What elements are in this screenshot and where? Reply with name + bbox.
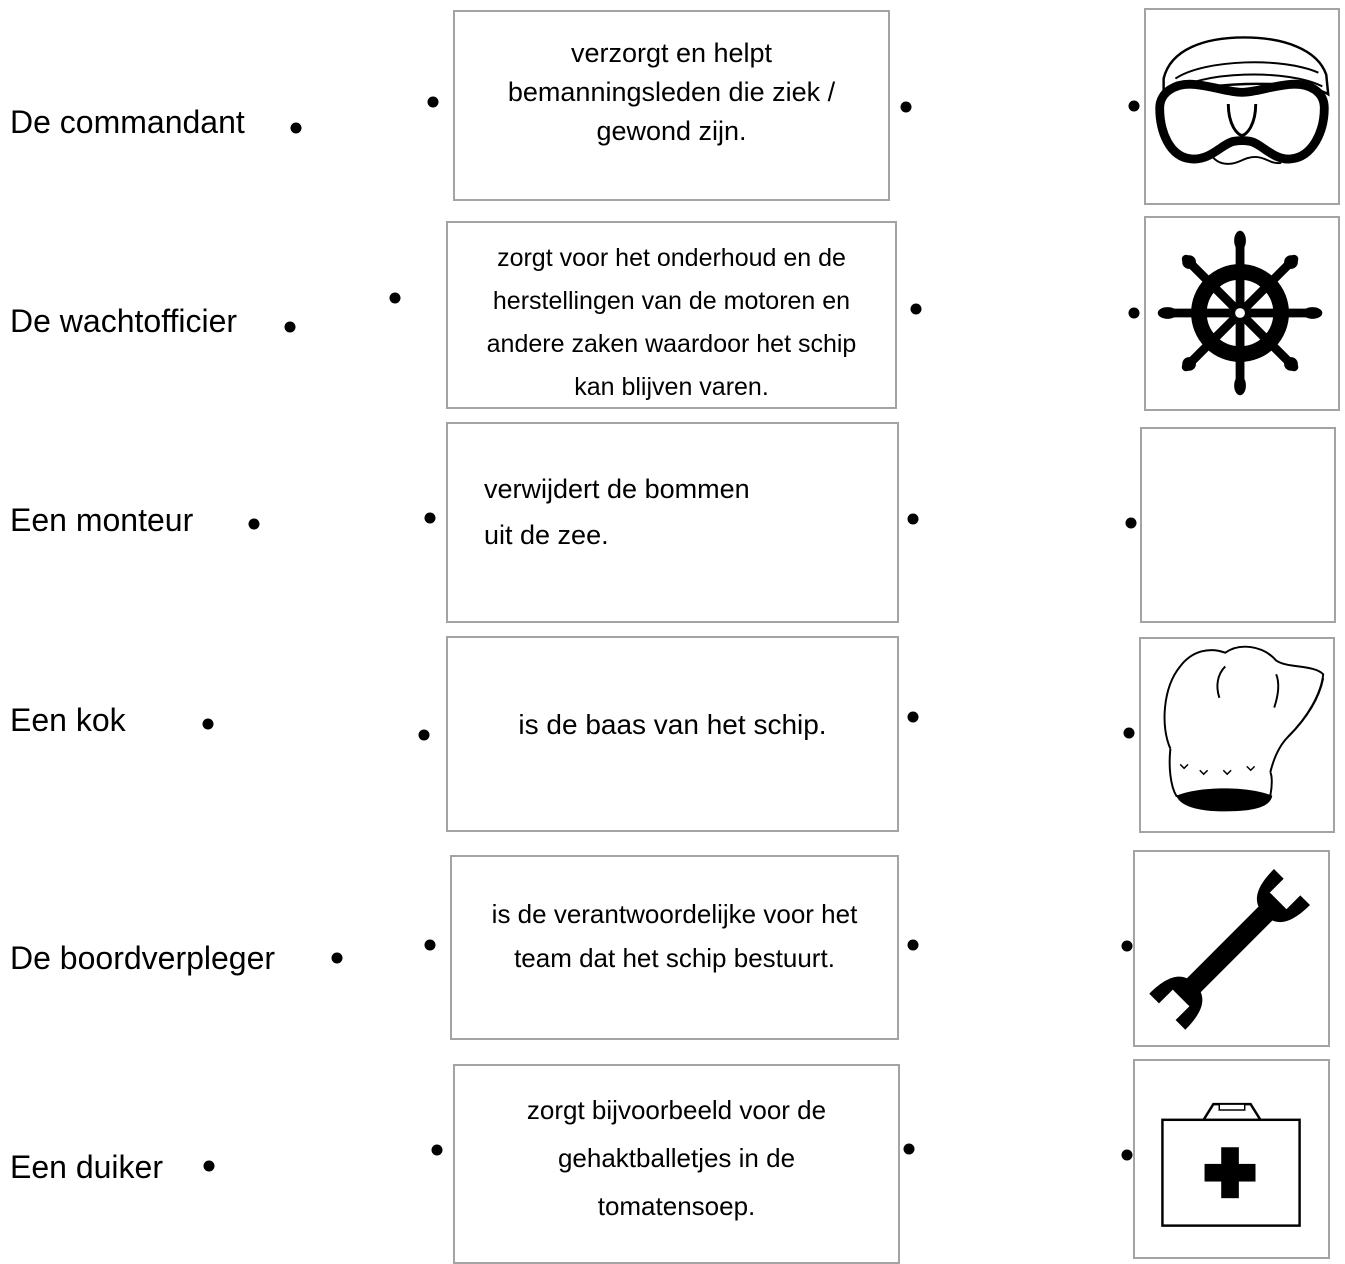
description-right-dot-2[interactable]: [910, 303, 922, 315]
description-line: gewond zijn.: [596, 116, 747, 147]
icon-box-3: [1140, 427, 1336, 623]
description-line: tomatensoep.: [597, 1191, 756, 1222]
description-box-3: verwijdert de bommen uit de zee.: [446, 422, 899, 623]
description-line: zorgt voor het onderhoud en de: [497, 244, 846, 272]
description-line: verwijdert de bommen: [484, 474, 750, 504]
icon-box-5: [1133, 850, 1330, 1047]
role-label-2: De wachtofficier: [10, 303, 238, 339]
description-line: zorgt bijvoorbeeld voor de: [526, 1095, 827, 1125]
chef-hat-icon: [1163, 645, 1325, 812]
description-left-dot-5[interactable]: [424, 939, 436, 951]
description-line: is de verantwoordelijke voor het: [491, 899, 858, 929]
description-box-1: verzorgt en helpt bemanningsleden die zi…: [453, 10, 890, 201]
description-line: team dat het schip bestuurt.: [514, 943, 835, 974]
role-dot-2[interactable]: [284, 321, 296, 333]
ship-wheel-icon: [1157, 230, 1323, 396]
description-line: verzorgt en helpt: [570, 38, 773, 68]
description-box-5: is de verantwoordelijke voor het team da…: [450, 855, 899, 1040]
description-right-dot-4[interactable]: [907, 711, 919, 723]
diving-mask-icon: [1155, 36, 1330, 165]
description-right-dot-6[interactable]: [903, 1143, 915, 1155]
description-box-2: zorgt voor het onderhoud en de herstelli…: [446, 221, 897, 409]
role-dot-3[interactable]: [248, 518, 260, 530]
description-right-dot-1[interactable]: [900, 101, 912, 113]
role-label-3: Een monteur: [10, 502, 194, 538]
description-left-dot-1[interactable]: [427, 96, 439, 108]
role-dot-5[interactable]: [331, 952, 343, 964]
wrench-icon: [1149, 869, 1310, 1030]
description-line: is de baas van het schip.: [518, 709, 827, 740]
description-left-dot-4[interactable]: [418, 729, 430, 741]
icon-dot-2[interactable]: [1128, 307, 1140, 319]
first-aid-kit-icon: [1161, 1102, 1301, 1227]
role-dot-1[interactable]: [290, 122, 302, 134]
description-box-4: is de baas van het schip.: [446, 636, 899, 832]
role-label-1: De commandant: [10, 104, 245, 140]
role-label-6: Een duiker: [10, 1149, 163, 1185]
description-line: bemanningsleden die ziek /: [507, 77, 836, 108]
description-line: herstellingen van de motoren en: [492, 287, 851, 315]
description-box-6: zorgt bijvoorbeeld voor de gehaktballetj…: [453, 1064, 900, 1264]
icon-box-6: [1133, 1059, 1330, 1259]
description-line: kan blijven varen.: [574, 373, 769, 401]
description-left-dot-2[interactable]: [389, 292, 401, 304]
icon-dot-1[interactable]: [1128, 100, 1140, 112]
role-label-5: De boordverpleger: [10, 940, 276, 976]
icon-dot-6[interactable]: [1121, 1149, 1133, 1161]
icon-dot-4[interactable]: [1123, 727, 1135, 739]
role-label-4: Een kok: [10, 702, 126, 738]
description-left-dot-3[interactable]: [424, 512, 436, 524]
role-dot-6[interactable]: [203, 1160, 215, 1172]
description-right-dot-3[interactable]: [907, 513, 919, 525]
description-right-dot-5[interactable]: [907, 939, 919, 951]
icon-box-1: [1144, 8, 1340, 205]
icon-box-4: [1139, 637, 1335, 833]
role-dot-4[interactable]: [202, 718, 214, 730]
icon-dot-3[interactable]: [1125, 517, 1137, 529]
description-left-dot-6[interactable]: [431, 1144, 443, 1156]
icon-box-2: [1144, 216, 1340, 411]
icon-dot-5[interactable]: [1121, 940, 1133, 952]
description-line: gehaktballetjes in de: [557, 1143, 796, 1174]
description-line: andere zaken waardoor het schip: [486, 330, 857, 358]
description-line: uit de zee.: [484, 519, 609, 550]
